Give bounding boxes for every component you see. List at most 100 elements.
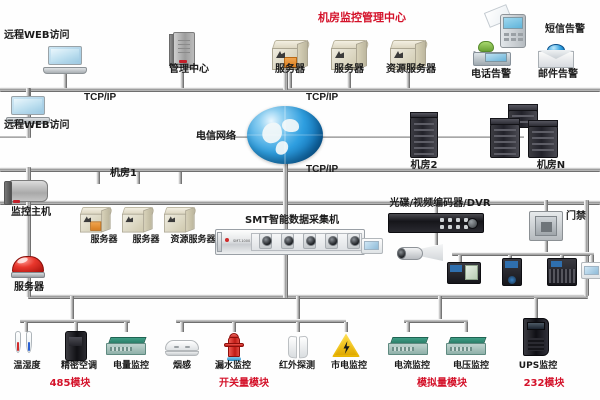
device-alarm-beacon[interactable] [11, 256, 45, 278]
device-keypad-reader[interactable] [547, 258, 577, 286]
label-precision-ac: 精密空调 [60, 361, 98, 371]
device-laptop-remote-1[interactable] [43, 46, 87, 74]
device-sms-alarm[interactable] [483, 4, 526, 48]
power-module-icon [106, 337, 147, 355]
device-proximity-card[interactable] [581, 262, 600, 279]
device-power-module[interactable] [106, 337, 147, 355]
label-infrared: 红外探测 [278, 361, 316, 371]
drop-water [232, 322, 236, 332]
label-remote-web-2: 远程WEB访问 [4, 120, 70, 131]
label-management-center: 管理中心 [169, 64, 209, 75]
smoke-detector-icon [165, 340, 199, 356]
drop-smoke [180, 322, 184, 332]
drop-access-control [544, 200, 548, 212]
drop-group-485 [70, 296, 74, 320]
label-thermo-hygro: 温湿度 [13, 361, 41, 371]
device-camera[interactable] [397, 244, 443, 264]
device-telecom-network[interactable] [247, 106, 323, 164]
label-group-485: 485模块 [49, 378, 91, 389]
device-thermo-hygro[interactable] [15, 331, 37, 357]
voltage-module-icon [446, 337, 487, 355]
label-water-leak: 漏水监控 [214, 361, 252, 371]
device-card-reader-display[interactable] [447, 262, 481, 284]
laptop-icon [6, 96, 50, 124]
device-ups[interactable] [523, 318, 549, 356]
device-room1-resource-server[interactable] [164, 206, 200, 237]
link-telecom-globe [196, 136, 256, 138]
label-group-switch: 开关量模块 [219, 378, 269, 389]
device-mail-alarm[interactable] [538, 44, 574, 68]
device-water-leak[interactable] [224, 333, 244, 361]
server-rack-icon [407, 112, 441, 158]
device-access-controller[interactable] [529, 211, 563, 241]
device-smoke-detector[interactable] [165, 340, 199, 356]
device-server-top-1[interactable] [272, 39, 311, 70]
camera-icon [397, 244, 443, 264]
drop-ups [534, 296, 538, 318]
label-current-module: 电流监控 [393, 361, 431, 371]
device-resource-server-top[interactable] [390, 39, 429, 70]
bus-middle [0, 167, 600, 172]
label-telecom-network: 电信网络 [196, 131, 236, 142]
drop-laptop1 [63, 74, 67, 88]
link-room2-roomN [424, 136, 524, 138]
device-laptop-remote-2[interactable] [6, 96, 50, 124]
drop-dvr [434, 200, 438, 214]
device-monitor-host[interactable] [4, 180, 48, 206]
label-mains-power: 市电监控 [330, 361, 368, 371]
infrared-icon [288, 335, 308, 359]
label-smoke-detector: 烟感 [172, 361, 192, 371]
label-tcpip-top-left: TCP/IP [84, 92, 117, 103]
device-voltage-module[interactable] [446, 337, 487, 355]
drop-current [406, 322, 410, 332]
label-ups: UPS监控 [518, 361, 558, 371]
device-infrared-detector[interactable] [288, 335, 308, 359]
water-leak-icon [224, 333, 244, 361]
card-reader-icon [447, 262, 481, 284]
drop-server-a [288, 72, 292, 88]
label-access-control: 门禁 [566, 211, 586, 222]
tower-server-icon [169, 32, 195, 68]
link-ups-trunk [534, 296, 586, 298]
device-room2-rack[interactable] [407, 112, 441, 158]
label-room2: 机房2 [410, 160, 438, 171]
server-icon [331, 39, 370, 70]
device-management-center[interactable] [169, 32, 195, 68]
device-smt-collector[interactable]: SMT-1000 [215, 229, 365, 255]
device-phone-alarm[interactable] [473, 40, 511, 66]
device-server-top-2[interactable] [331, 39, 370, 70]
ups-icon [523, 318, 549, 356]
link-globe-room2 [316, 136, 426, 138]
precision-ac-icon [65, 331, 87, 361]
device-current-module[interactable] [388, 337, 429, 355]
trunk-globe-up [283, 60, 288, 90]
resource-server-icon [390, 39, 429, 70]
bus-top [0, 87, 600, 92]
proximity-card-icon [581, 262, 600, 279]
alarm-beacon-icon [11, 256, 45, 278]
drop-infrared [296, 322, 300, 332]
drop-server-b [347, 72, 351, 88]
device-sensor-box[interactable] [361, 238, 383, 254]
device-room1-server-1[interactable] [80, 206, 116, 237]
device-precision-ac[interactable] [65, 331, 87, 361]
label-monitor-host: 监控主机 [11, 207, 51, 218]
monitor-host-icon [4, 180, 48, 206]
label-mail-alarm: 邮件告警 [538, 69, 578, 80]
label-room1-resource-server: 资源服务器 [170, 235, 216, 245]
device-mains-power[interactable] [332, 333, 360, 357]
label-server-top-2: 服务器 [334, 64, 364, 75]
drop-voltage [464, 322, 468, 332]
drop-reader-4 [590, 255, 594, 263]
label-beacon-server: 服务器 [14, 282, 44, 293]
current-module-icon [388, 337, 429, 355]
label-phone-alarm: 电话告警 [471, 69, 511, 80]
device-room1-server-2[interactable] [122, 206, 158, 237]
laptop-icon [43, 46, 87, 74]
device-fingerprint-reader[interactable] [502, 258, 522, 286]
device-roomN-rack-cluster[interactable] [488, 104, 560, 158]
drop-reader-1 [458, 255, 462, 263]
bus-bottom [28, 294, 588, 299]
device-dvr[interactable] [388, 213, 484, 233]
label-power-module: 电量监控 [112, 361, 150, 371]
